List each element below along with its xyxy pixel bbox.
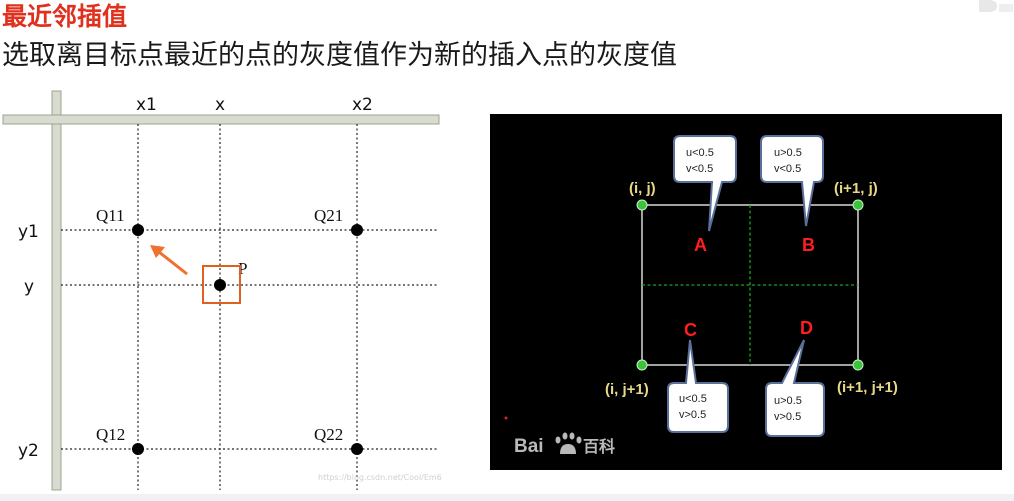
col-label-x2: x2 bbox=[352, 95, 373, 115]
callout-c-line-2: v>0.5 bbox=[679, 409, 706, 421]
callout-d-line-1: u>0.5 bbox=[774, 395, 802, 407]
point-q22 bbox=[351, 443, 363, 455]
point-p bbox=[214, 279, 226, 291]
corner-dot-top-right bbox=[852, 199, 864, 211]
corner-dot-top-left bbox=[636, 199, 648, 211]
callout-b-line-2: v<0.5 bbox=[774, 163, 801, 175]
logo-brand-text: Bai bbox=[514, 436, 544, 457]
row-label-y2: y2 bbox=[18, 441, 39, 461]
point-label-p: P bbox=[238, 259, 247, 278]
point-label-q12: Q12 bbox=[96, 425, 125, 444]
callout-d-line-2: v>0.5 bbox=[774, 411, 801, 423]
col-label-x: x bbox=[215, 95, 225, 115]
dotted-grid-lines bbox=[61, 124, 439, 490]
bottom-divider bbox=[0, 494, 1014, 501]
red-dot-mark bbox=[504, 416, 508, 420]
region-label-d: D bbox=[800, 318, 813, 338]
corner-watermark bbox=[979, 0, 1013, 12]
point-label-q11: Q11 bbox=[96, 206, 125, 225]
callout-a: u<0.5 v<0.5 bbox=[673, 135, 737, 232]
corner-dot-bottom-right bbox=[852, 359, 864, 371]
callout-b-line-1: u>0.5 bbox=[774, 147, 802, 159]
corner-label-top-right: (i+1, j) bbox=[834, 180, 878, 197]
region-division-diagram: (i, j) (i+1, j) (i, j+1) (i+1, j+1) A B … bbox=[490, 114, 1002, 470]
callout-a-line-1: u<0.5 bbox=[686, 147, 714, 159]
callout-d: u>0.5 v>0.5 bbox=[765, 339, 825, 437]
region-label-b: B bbox=[802, 235, 815, 255]
logo-suffix-text: 百科 bbox=[583, 437, 615, 456]
nearest-arrow bbox=[150, 245, 188, 276]
diagram-background bbox=[490, 114, 1002, 470]
baidu-baike-logo: Bai 百科 bbox=[514, 432, 615, 457]
callout-c: u<0.5 v>0.5 bbox=[667, 339, 729, 433]
region-label-c: C bbox=[684, 320, 697, 340]
nearest-neighbor-grid-diagram: x1 x x2 y1 y y2 Q11 Q21 Q12 Q22 P https:… bbox=[2, 90, 442, 491]
page-subtitle: 选取离目标点最近的点的灰度值作为新的插入点的灰度值 bbox=[2, 40, 677, 71]
callout-b: u>0.5 v<0.5 bbox=[760, 135, 824, 227]
point-q12 bbox=[132, 443, 144, 455]
paw-icon bbox=[555, 432, 582, 454]
page-title: 最近邻插值 bbox=[2, 2, 128, 31]
col-label-x1: x1 bbox=[136, 95, 157, 115]
point-label-q22: Q22 bbox=[314, 425, 343, 444]
callout-c-line-1: u<0.5 bbox=[679, 393, 707, 405]
callout-a-line-2: v<0.5 bbox=[686, 163, 713, 175]
grid-axes bbox=[2, 90, 440, 491]
region-label-a: A bbox=[694, 235, 707, 255]
point-q11 bbox=[132, 224, 144, 236]
point-label-q21: Q21 bbox=[314, 206, 343, 225]
corner-label-bottom-left: (i, j+1) bbox=[605, 381, 649, 398]
target-highlight-box bbox=[202, 265, 241, 304]
row-label-y1: y1 bbox=[18, 222, 39, 242]
corner-dot-bottom-left bbox=[636, 359, 648, 371]
csdn-watermark: https://blog.csdn.net/Cool/Em6 bbox=[318, 473, 442, 482]
corner-label-bottom-right: (i+1, j+1) bbox=[837, 379, 898, 396]
point-q21 bbox=[351, 224, 363, 236]
corner-label-top-left: (i, j) bbox=[629, 180, 656, 197]
row-label-y: y bbox=[24, 277, 34, 297]
